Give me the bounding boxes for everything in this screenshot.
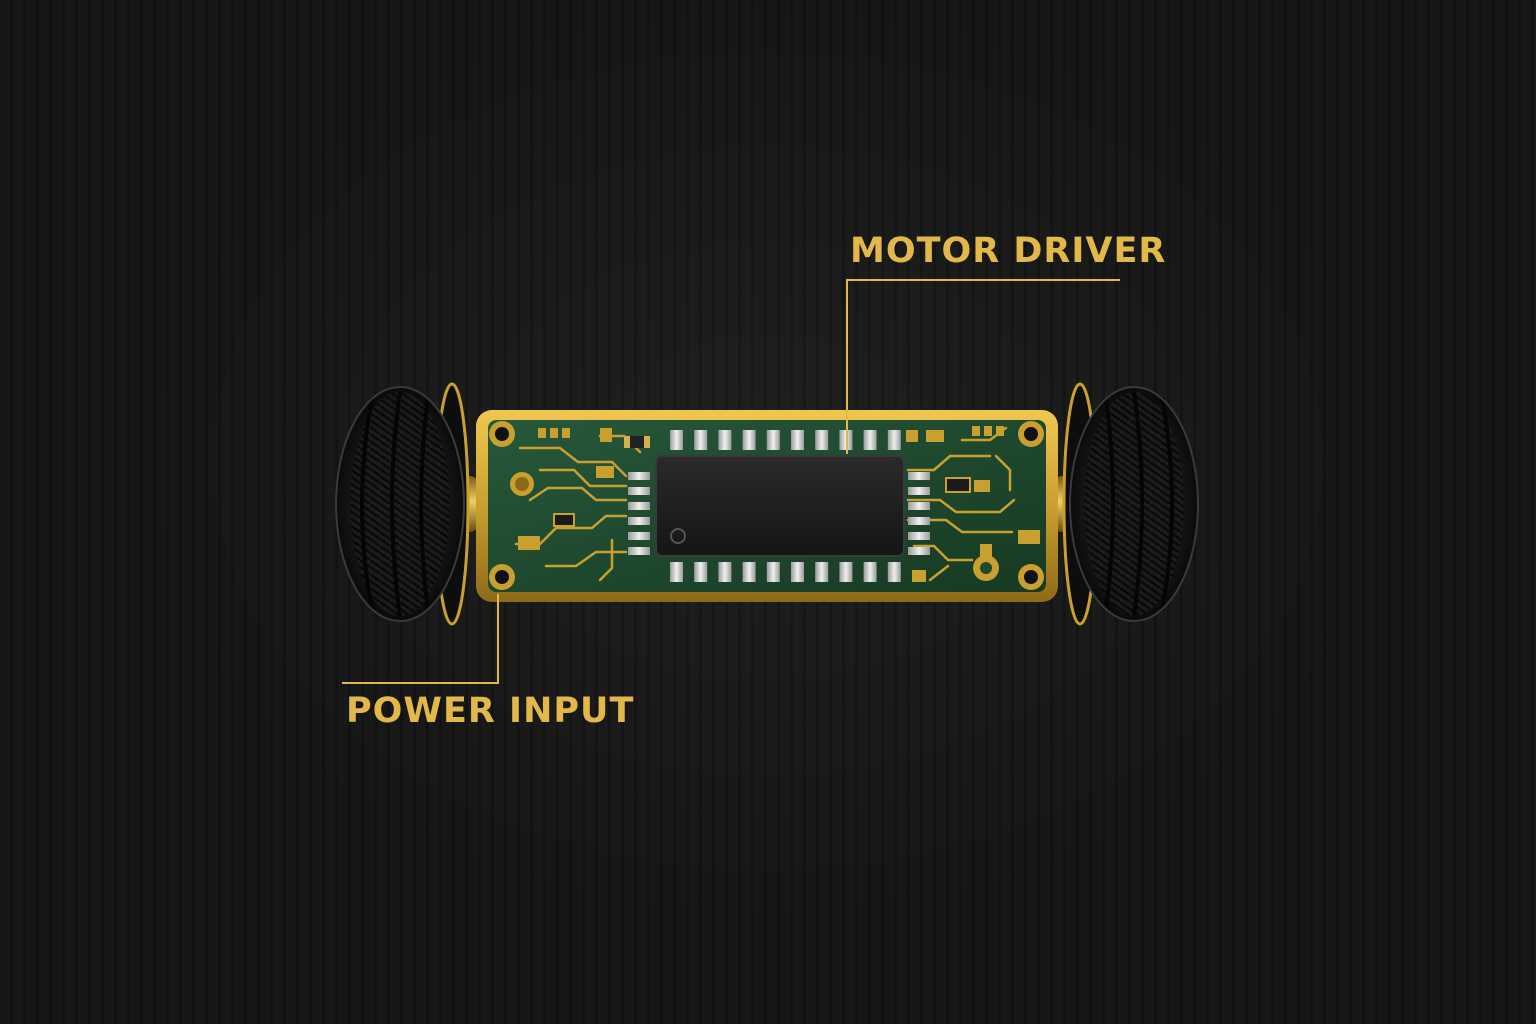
chip-pin: [766, 430, 780, 450]
chip-pin: [694, 430, 708, 450]
pcb-board-icon: [476, 410, 1058, 602]
chip-pin: [742, 430, 756, 450]
chip-pin: [628, 532, 650, 540]
chip-pin: [742, 562, 756, 582]
motor-driver-label: MOTOR DRIVER: [850, 231, 1167, 271]
chip-pin: [908, 547, 930, 555]
chip-pin: [908, 472, 930, 480]
chip-pin: [628, 487, 650, 495]
chip-pins-top: [670, 430, 901, 450]
chip-pin: [670, 562, 683, 582]
chip-pins-left: [628, 472, 650, 555]
chip-pin: [908, 517, 930, 525]
chip-pin: [887, 430, 901, 450]
chip-pin: [718, 430, 732, 450]
chip-pin: [628, 547, 650, 555]
ic-chip-icon: [655, 455, 905, 557]
chip-pin: [863, 430, 877, 450]
chip-pins-bottom: [670, 562, 901, 582]
chip-pin: [863, 562, 877, 582]
chip-pin: [791, 430, 804, 450]
chip-pin: [670, 430, 683, 450]
callout-leader-motor-driver: [846, 279, 1120, 454]
chip-pin: [908, 487, 930, 495]
chip-pin: [815, 430, 829, 450]
chip-pin: [887, 562, 901, 582]
chip-pin: [628, 517, 650, 525]
pcb-components: [510, 426, 1040, 582]
mounting-holes: [489, 421, 1044, 590]
chip-pin: [908, 502, 930, 510]
chip-pin: [791, 562, 804, 582]
chip-pin: [628, 472, 650, 480]
chip-pin: [694, 562, 708, 582]
chip-pin: [815, 562, 829, 582]
callout-leader-power-input: [342, 594, 499, 684]
chip-pins-right: [908, 472, 930, 555]
chip-pin: [628, 502, 650, 510]
chip-pin: [766, 562, 780, 582]
chip-pin: [839, 562, 853, 582]
chip-pin: [718, 562, 732, 582]
chip-pin: [839, 430, 853, 450]
power-input-label: POWER INPUT: [346, 691, 635, 731]
wheel-left-icon: [335, 382, 478, 626]
chip-pin: [908, 532, 930, 540]
wheel-right-icon: [1054, 382, 1199, 626]
